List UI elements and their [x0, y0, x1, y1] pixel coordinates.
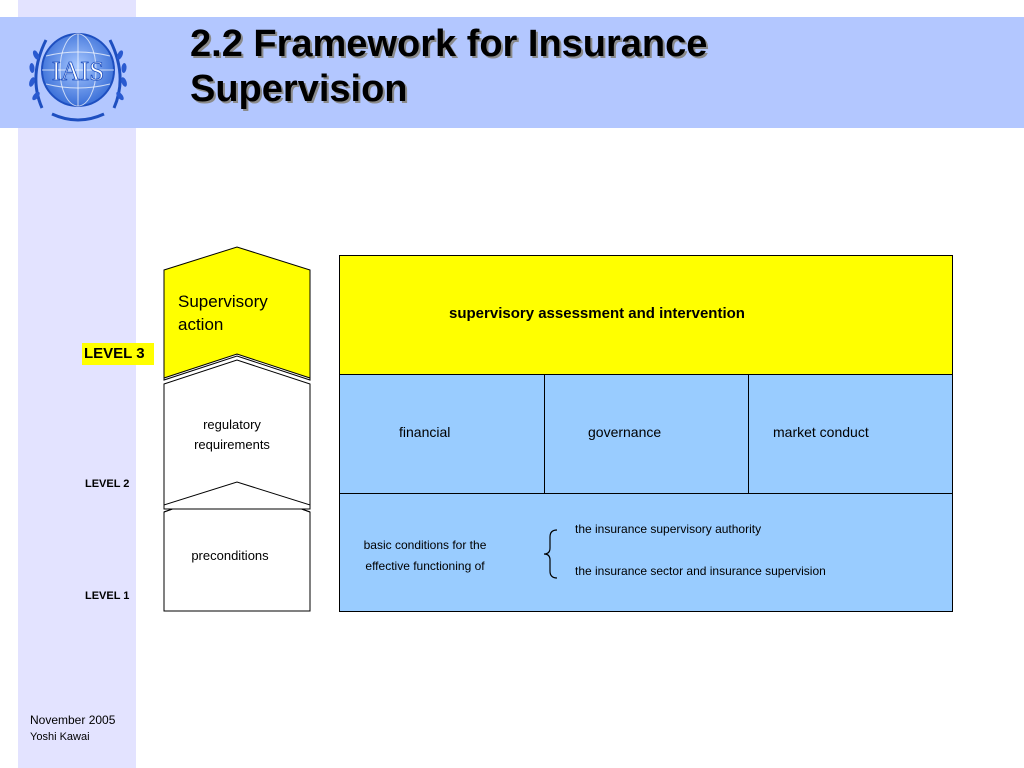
level-1-label: LEVEL 1	[85, 590, 130, 602]
laurel-wreath-icon	[29, 39, 127, 109]
requirements-row-box	[339, 374, 953, 494]
preconditions-label: preconditions	[191, 548, 269, 563]
action-pentagon-label: Supervisory action	[178, 290, 303, 336]
footer-date: November 2005	[30, 713, 116, 727]
slide-title-line1: 2.2 Framework for Insurance	[190, 23, 708, 65]
action-label-line2: action	[178, 315, 224, 334]
regulatory-pentagon	[163, 359, 311, 506]
preconditions-box	[339, 493, 953, 612]
assessment-text: supervisory assessment and intervention	[449, 305, 745, 322]
cell-divider	[748, 375, 749, 493]
level-2-label: LEVEL 2	[85, 478, 130, 490]
left-sidebar	[18, 0, 136, 768]
market-conduct-text: market conduct	[773, 424, 869, 440]
logo-text: IAIS	[52, 56, 105, 86]
regulatory-label-line1: regulatory	[203, 417, 261, 432]
basic-conditions-line1: basic conditions for the	[363, 538, 487, 552]
footer-author: Yoshi Kawai	[30, 731, 90, 743]
basic-conditions-text: basic conditions for the effective funct…	[346, 535, 504, 577]
header-band	[0, 17, 1024, 128]
curly-brace-icon	[543, 529, 558, 579]
insurance-sector-text: the insurance sector and insurance super…	[575, 564, 826, 578]
slide-title-line2: Supervision	[190, 68, 408, 110]
action-label-line1: Supervisory	[178, 292, 268, 311]
financial-text: financial	[399, 424, 451, 440]
cell-divider	[544, 375, 545, 493]
action-pentagon	[163, 246, 311, 379]
globe-icon	[41, 33, 115, 107]
basic-conditions-line2: effective functioning of	[365, 559, 485, 573]
regulatory-label-line2: requirements	[194, 437, 270, 452]
level-3-label: LEVEL 3	[82, 343, 154, 365]
iais-logo: IAIS	[29, 33, 127, 122]
governance-text: governance	[588, 424, 662, 440]
slide-title: 2.2 Framework for Insurance Supervision	[190, 22, 990, 112]
regulatory-pentagon-label: regulatory requirements	[166, 415, 298, 455]
supervisory-authority-text: the insurance supervisory authority	[575, 522, 762, 536]
assessment-box	[339, 255, 953, 375]
